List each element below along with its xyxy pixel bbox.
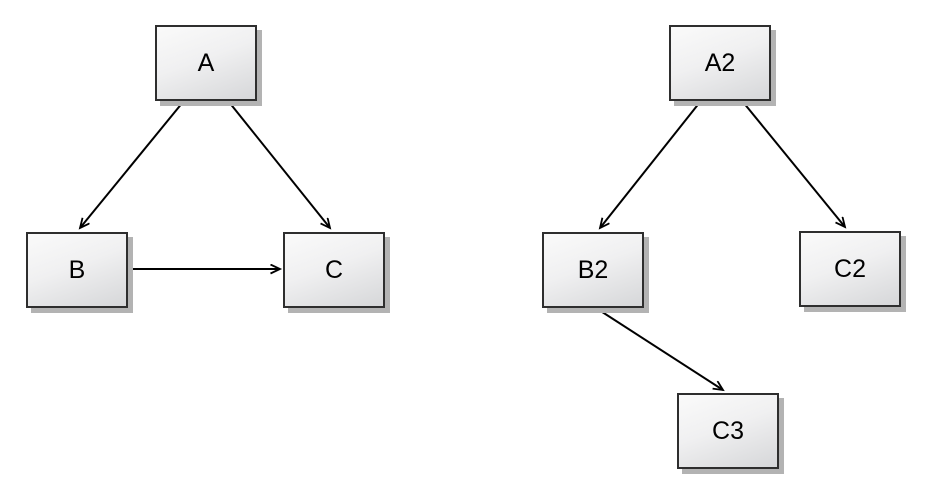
node-label: B2 bbox=[577, 255, 609, 284]
graph-node-c2: C2 bbox=[799, 231, 901, 307]
node-label: C bbox=[324, 255, 344, 284]
node-label: A bbox=[197, 48, 215, 77]
graph-node-c3: C3 bbox=[677, 393, 779, 469]
node-label: A2 bbox=[704, 48, 736, 77]
graph-node-b: B bbox=[26, 232, 128, 308]
node-label: B bbox=[68, 255, 86, 284]
edge-a-c bbox=[228, 101, 330, 228]
node-label: C3 bbox=[712, 416, 744, 445]
graph-node-a2: A2 bbox=[669, 25, 771, 101]
graph-node-a: A bbox=[155, 25, 257, 101]
edge-b2-c3 bbox=[595, 307, 723, 390]
node-label: C2 bbox=[834, 254, 866, 283]
graph-node-b2: B2 bbox=[542, 232, 644, 308]
edge-a2-c2 bbox=[742, 101, 845, 227]
edge-a-b bbox=[80, 101, 184, 228]
edge-a2-b2 bbox=[600, 101, 701, 228]
graph-node-c: C bbox=[283, 232, 385, 308]
